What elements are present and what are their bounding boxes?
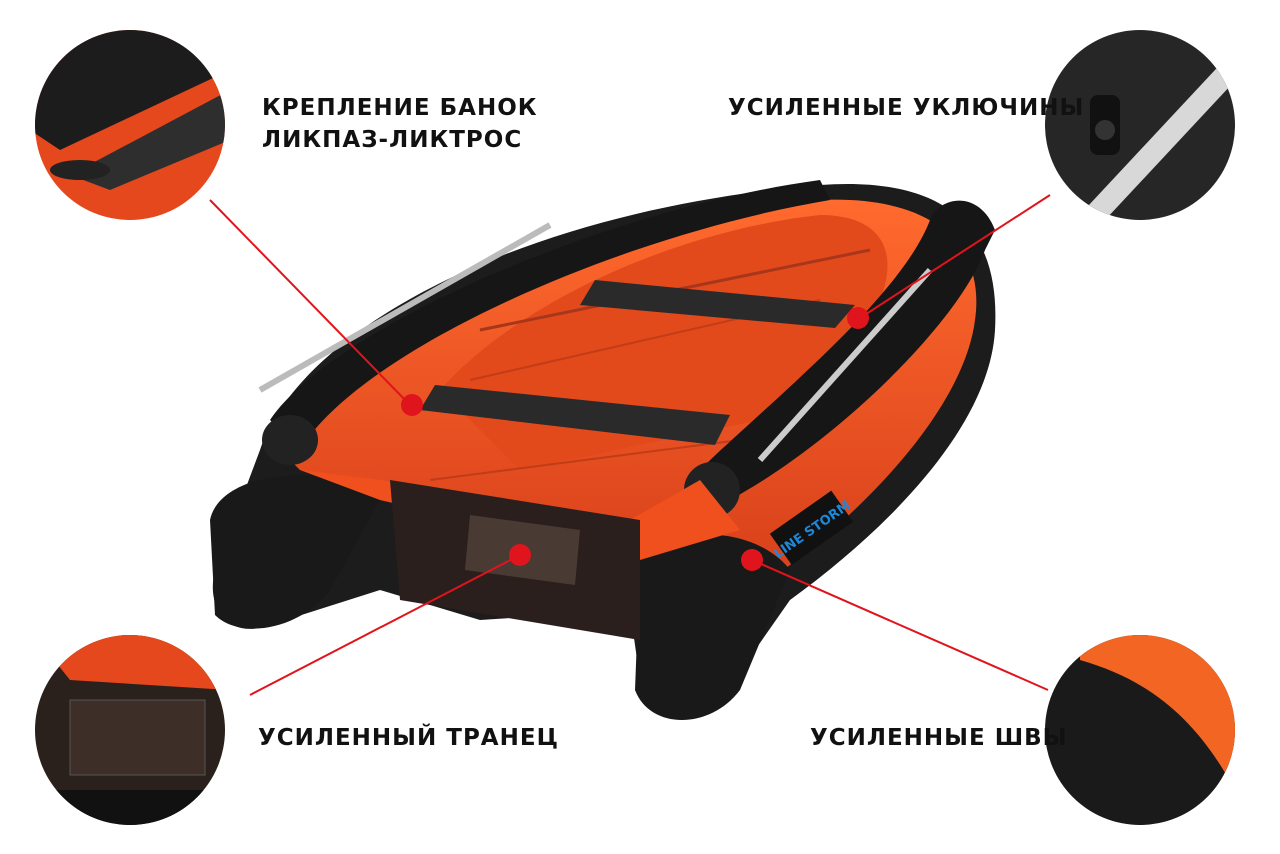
callout-label-bench-mount: КРЕПЛЕНИЕ БАНОК ЛИКПАЗ-ЛИКТРОС — [262, 92, 538, 156]
detail-circle-seams — [1045, 635, 1235, 825]
callout-label-seams: УСИЛЕННЫЕ ШВЫ — [810, 725, 1068, 751]
callout-line-seams — [751, 559, 1049, 691]
marker-dot-bench — [401, 394, 423, 416]
callout-label-transom: УСИЛЕННЫЙ ТРАНЕЦ — [258, 725, 559, 751]
detail-circle-bench-mount — [35, 30, 225, 220]
callout-label-oarlocks: УСИЛЕННЫЕ УКЛЮЧИНЫ — [728, 95, 1085, 121]
callout-lines — [209, 194, 1051, 696]
boat — [210, 180, 996, 720]
detail-circle-transom — [35, 635, 225, 825]
marker-dot-seams — [741, 549, 763, 571]
detail-circle-oarlocks — [1045, 30, 1235, 220]
callout-label-line2: ЛИКПАЗ-ЛИКТРОС — [262, 127, 523, 153]
callout-line-transom — [249, 554, 521, 696]
callout-label-line1: КРЕПЛЕНИЕ БАНОК — [262, 95, 538, 121]
callout-line-bench — [209, 199, 411, 406]
marker-dot-transom — [509, 544, 531, 566]
callout-line-oarlocks — [859, 194, 1051, 319]
marker-dot-oarlocks — [847, 307, 869, 329]
